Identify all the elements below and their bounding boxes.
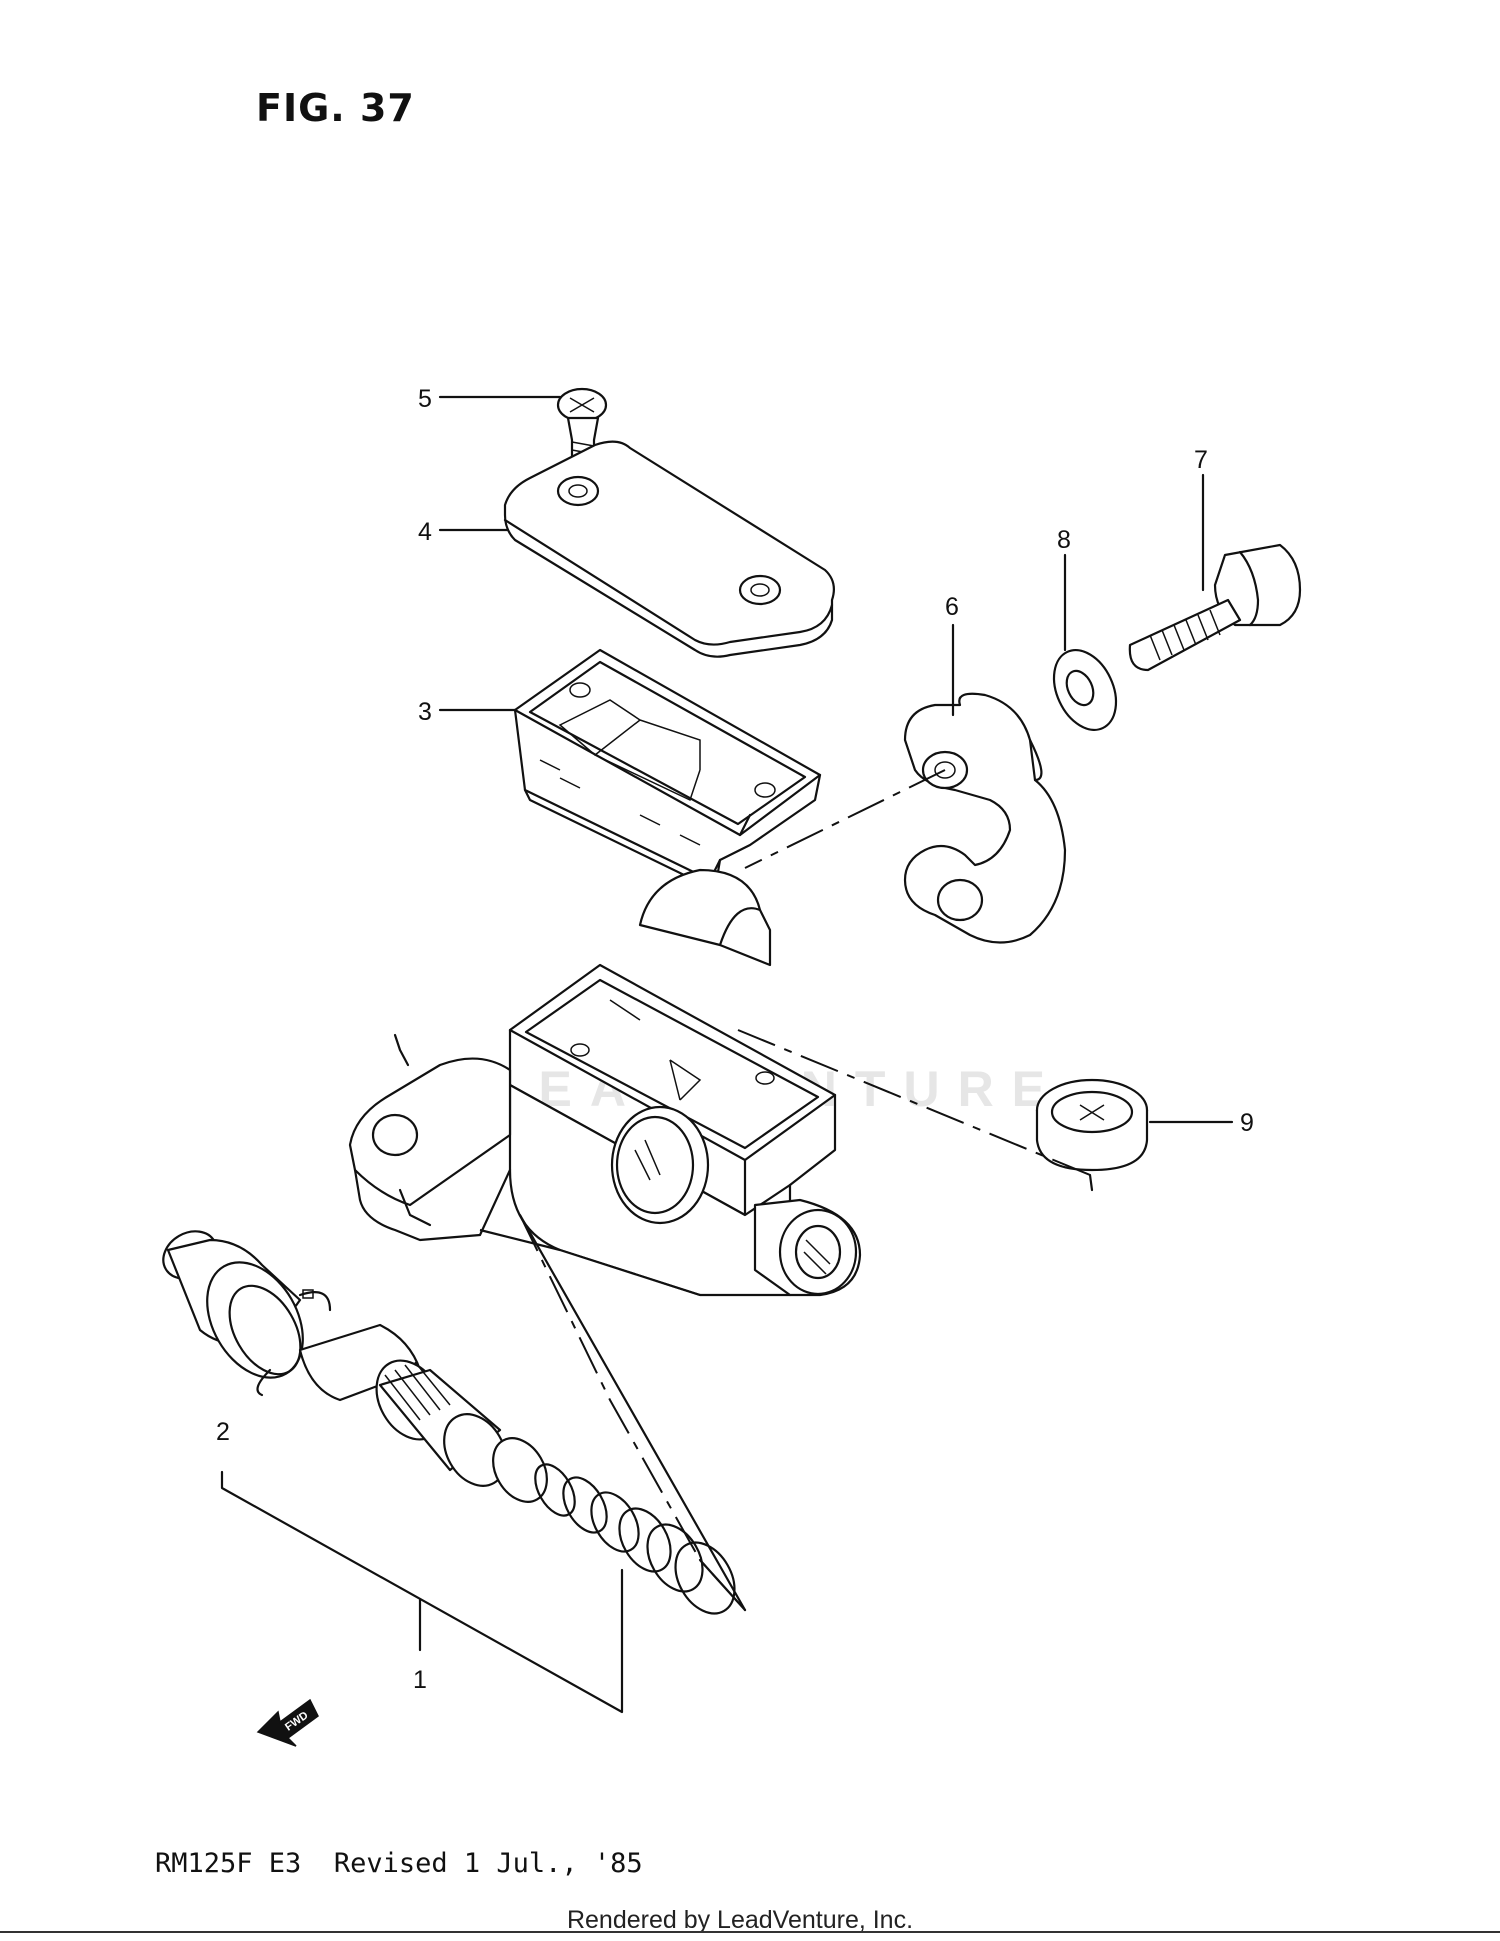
callout-5: 5 — [418, 385, 432, 413]
fwd-arrow-icon: FWD — [256, 1698, 319, 1747]
callout-leaders — [438, 395, 1234, 1124]
callout-9: 9 — [1240, 1109, 1254, 1137]
callout-7: 7 — [1194, 446, 1208, 474]
render-credit: Rendered by LeadVenture, Inc. — [0, 1906, 1500, 1935]
part-washer[interactable] — [1042, 640, 1128, 740]
part-master-cylinder-body[interactable] — [348, 868, 862, 1297]
callout-6: 6 — [945, 593, 959, 621]
model-code: RM125F E3 — [155, 1848, 302, 1879]
part-reservoir-cap[interactable] — [503, 440, 835, 658]
callout-3: 3 — [418, 698, 432, 726]
footer-divider — [0, 1931, 1500, 1933]
part-handlebar-clamp[interactable] — [903, 692, 1067, 944]
callout-2: 2 — [216, 1418, 230, 1446]
callout-1: 1 — [413, 1666, 427, 1694]
footer-model-revision: RM125F E3 Revised 1 Jul., '85 — [155, 1848, 643, 1879]
callout-8: 8 — [1057, 526, 1071, 554]
figure-title: FIG. 37 — [256, 86, 415, 130]
revision-date: Revised 1 Jul., '85 — [333, 1848, 643, 1879]
part-piston-kit[interactable] — [155, 1222, 747, 1624]
callout-4: 4 — [418, 518, 432, 546]
part-bolt[interactable] — [1128, 543, 1302, 672]
callout-labels: 1 2 3 4 5 6 7 8 9 — [216, 385, 1254, 1694]
leader-lines — [220, 769, 1094, 1714]
credit-text: Rendered by LeadVenture, Inc. — [566, 1906, 914, 1934]
part-boot[interactable] — [1035, 1078, 1149, 1172]
